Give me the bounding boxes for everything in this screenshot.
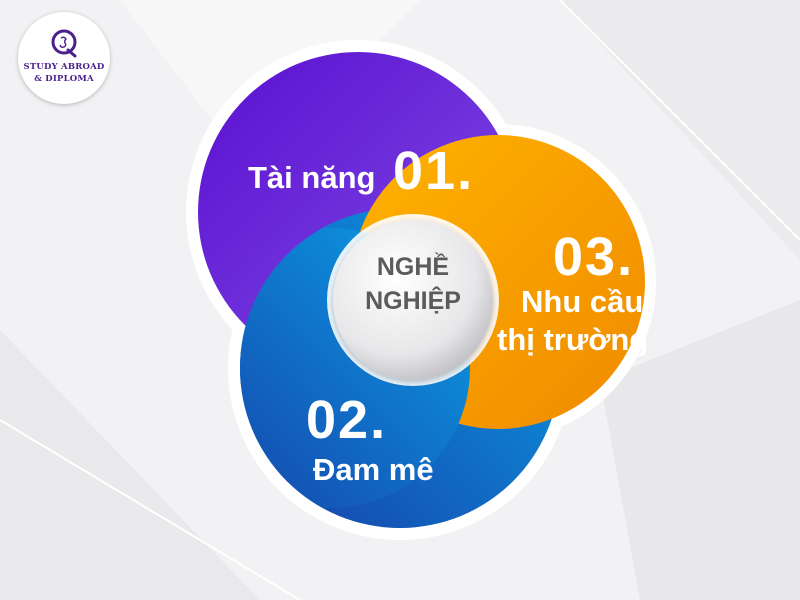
center-label: NGHỀ NGHIỆP	[330, 250, 496, 318]
center-label-line2: NGHIỆP	[365, 287, 461, 315]
logo-text-line1: STUDY ABROAD	[23, 62, 105, 72]
item-03-label-line1: Nhu cầu	[521, 284, 644, 319]
item-01-number: 01.	[393, 141, 475, 201]
item-03-label-line2: thị trường	[497, 322, 649, 357]
item-02-number: 02.	[306, 390, 388, 450]
item-03-number: 03.	[553, 227, 635, 287]
logo-text-line2: & DIPLOMA	[34, 74, 94, 84]
center-circle	[333, 220, 493, 380]
item-02-label: Đam mê	[313, 452, 434, 487]
q-monogram-icon	[51, 29, 77, 58]
center-label-line1: NGHỀ	[376, 253, 450, 281]
brand-logo: STUDY ABROAD & DIPLOMA	[18, 12, 110, 104]
item-01-label: Tài năng	[248, 160, 376, 195]
